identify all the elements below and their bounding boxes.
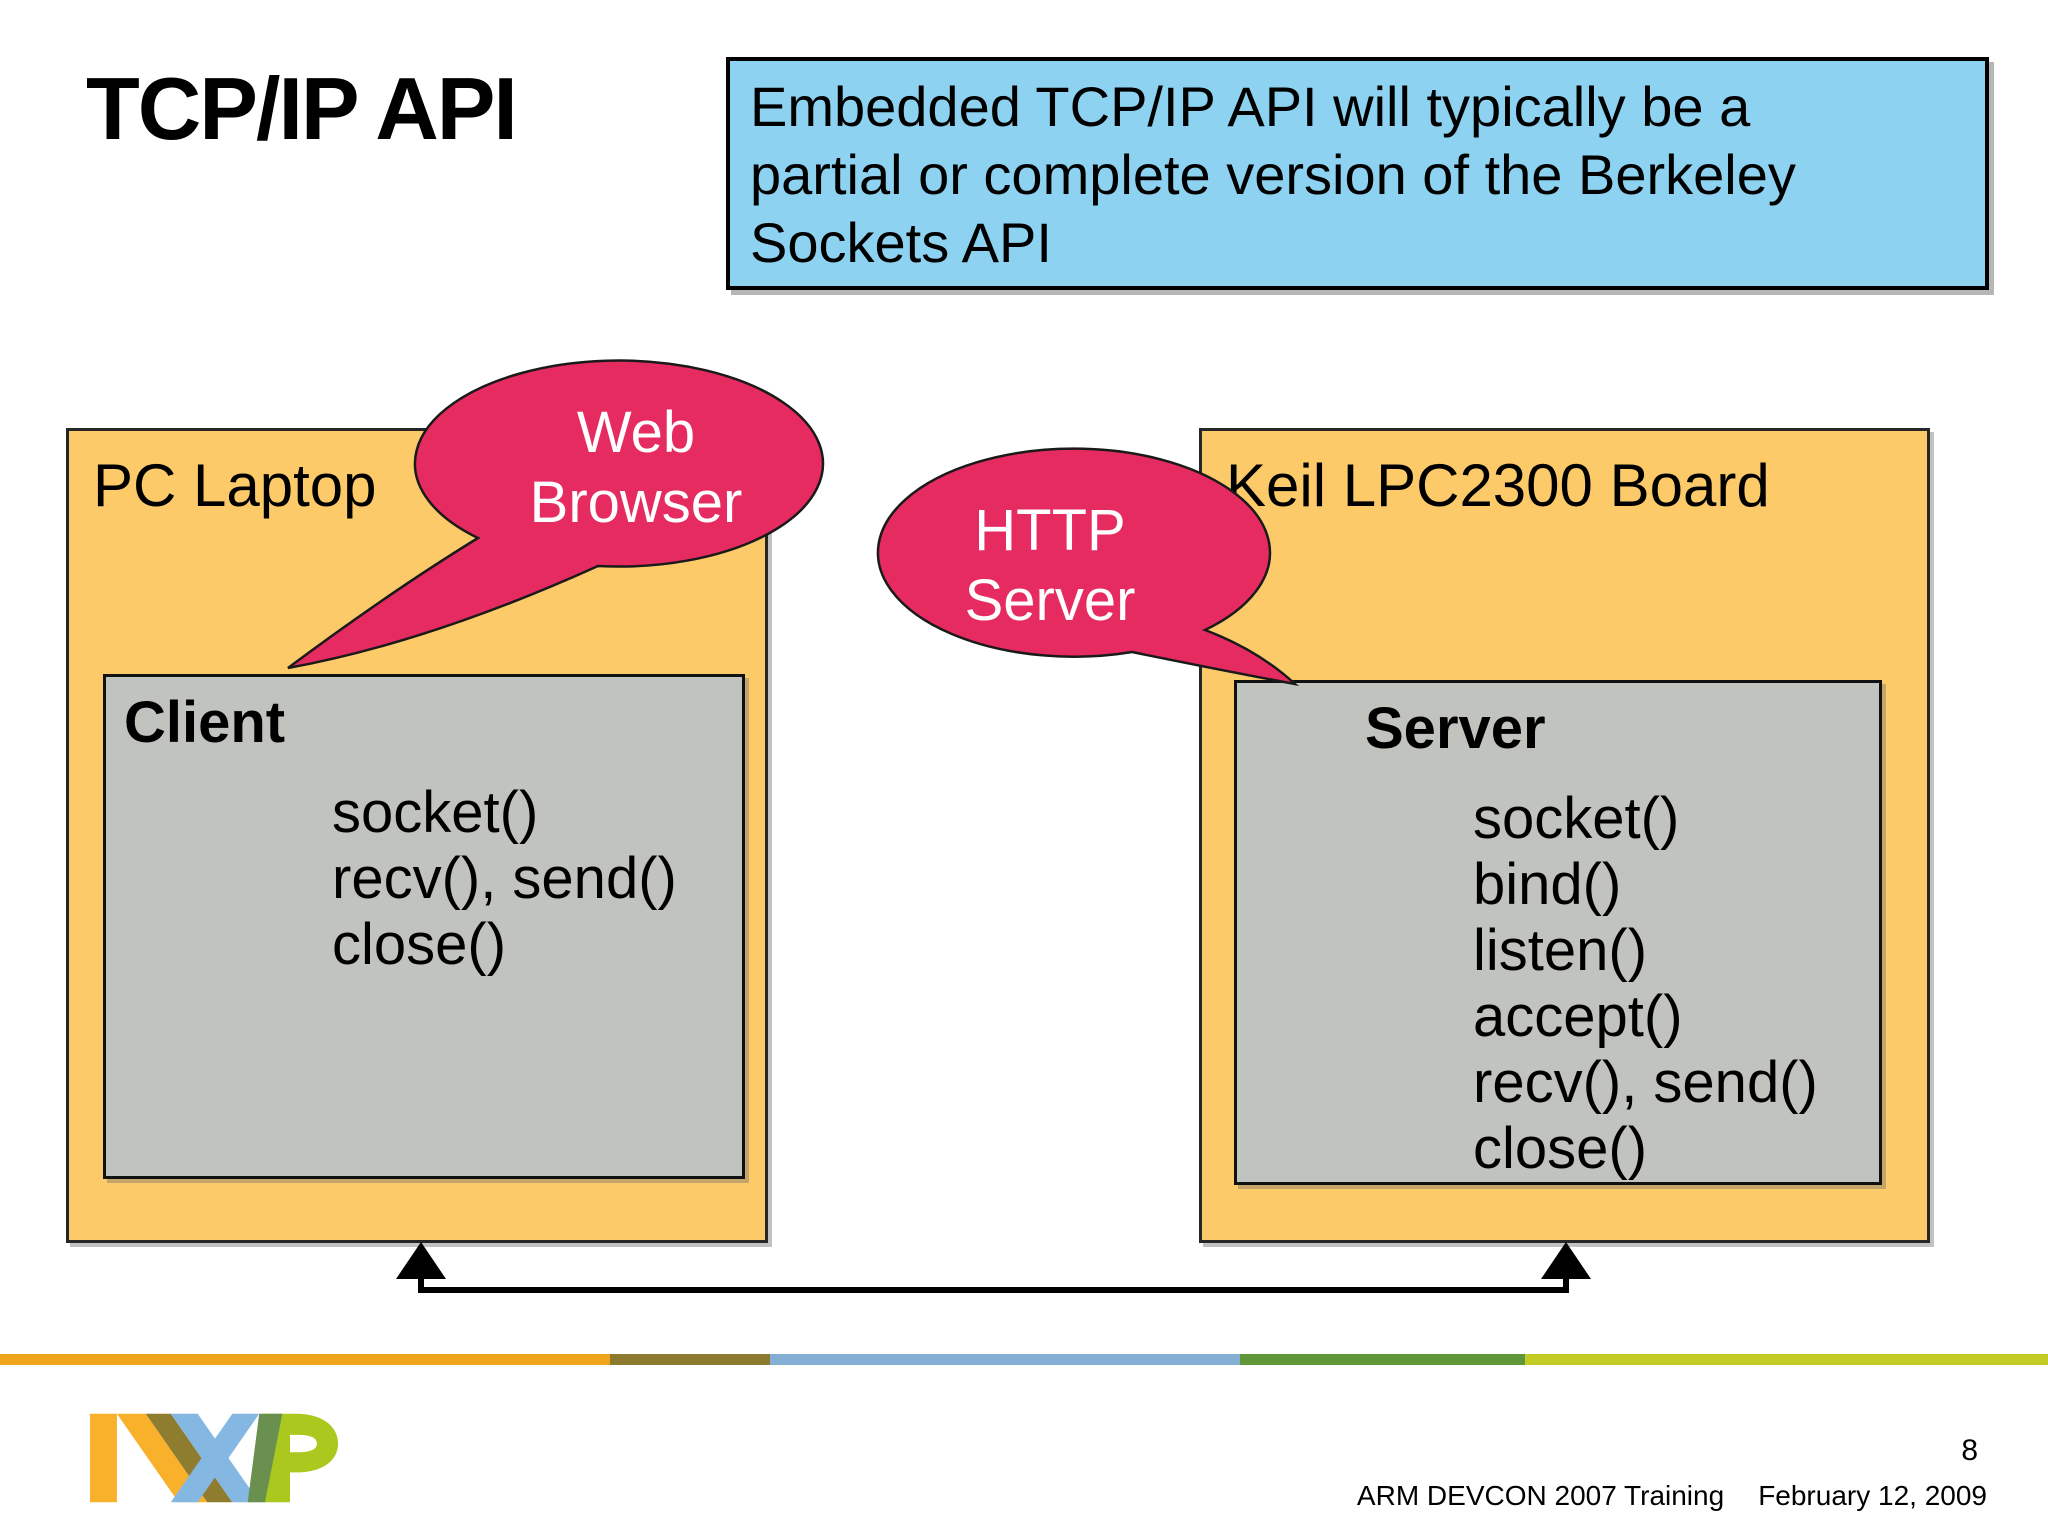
- pc-laptop-label: PC Laptop: [93, 452, 377, 519]
- slide-title: TCP/IP API: [86, 59, 518, 158]
- nxp-logo-xp-overlap: [247, 1413, 283, 1503]
- footer-stripe: [0, 1354, 2048, 1365]
- nxp-logo: [90, 1413, 339, 1503]
- arrowhead-right: [1541, 1242, 1591, 1279]
- client-function-list: socket()recv(), send()close(): [332, 780, 742, 978]
- page-number: 8: [1961, 1434, 1978, 1467]
- client-box: Client socket()recv(), send()close(): [103, 674, 745, 1179]
- connection-arrow-line: [418, 1272, 1569, 1293]
- client-function: recv(), send(): [332, 846, 677, 911]
- callout-line: partial or complete version of the Berke…: [750, 143, 1796, 206]
- http-bubble-line1: HTTP: [974, 498, 1125, 563]
- client-function: close(): [332, 912, 507, 977]
- pc-laptop-panel: PC Laptop Client socket()recv(), send()c…: [66, 428, 768, 1243]
- footer-date: February 12, 2009: [1758, 1480, 1987, 1511]
- nxp-logo-n-diagonal: [116, 1413, 208, 1503]
- server-function: recv(), send(): [1473, 1050, 1818, 1115]
- nxp-logo-n-bar: [90, 1413, 117, 1503]
- callout-line: Sockets API: [750, 211, 1052, 274]
- nxp-logo-p-counter: [290, 1434, 317, 1453]
- keil-board-label: Keil LPC2300 Board: [1226, 452, 1770, 519]
- callout-line: Embedded TCP/IP API will typically be a: [750, 75, 1751, 138]
- server-box: Server socket()bind()listen()accept()rec…: [1234, 680, 1882, 1185]
- server-function: listen(): [1473, 918, 1648, 983]
- keil-board-panel: Keil LPC2300 Board Server socket()bind()…: [1199, 428, 1930, 1243]
- server-function-list: socket()bind()listen()accept()recv(), se…: [1473, 786, 1879, 1182]
- server-function: accept(): [1473, 984, 1683, 1049]
- http-bubble-line2: Server: [965, 568, 1136, 633]
- footer-event: ARM DEVCON 2007 Training: [1356, 1480, 1725, 1511]
- connection-arrow: [396, 1242, 1591, 1293]
- server-function: close(): [1473, 1116, 1648, 1181]
- footer: ARM DEVCON 2007 Training February 12, 20…: [1357, 1480, 1987, 1512]
- server-function: bind(): [1473, 852, 1622, 917]
- nxp-logo-x-forestroke: [170, 1413, 260, 1503]
- client-function: socket(): [332, 780, 539, 845]
- client-box-title: Client: [124, 690, 286, 755]
- server-function: socket(): [1473, 786, 1680, 851]
- server-box-title: Server: [1365, 696, 1546, 761]
- arrowhead-left: [396, 1242, 446, 1279]
- nxp-logo-p: [263, 1413, 339, 1503]
